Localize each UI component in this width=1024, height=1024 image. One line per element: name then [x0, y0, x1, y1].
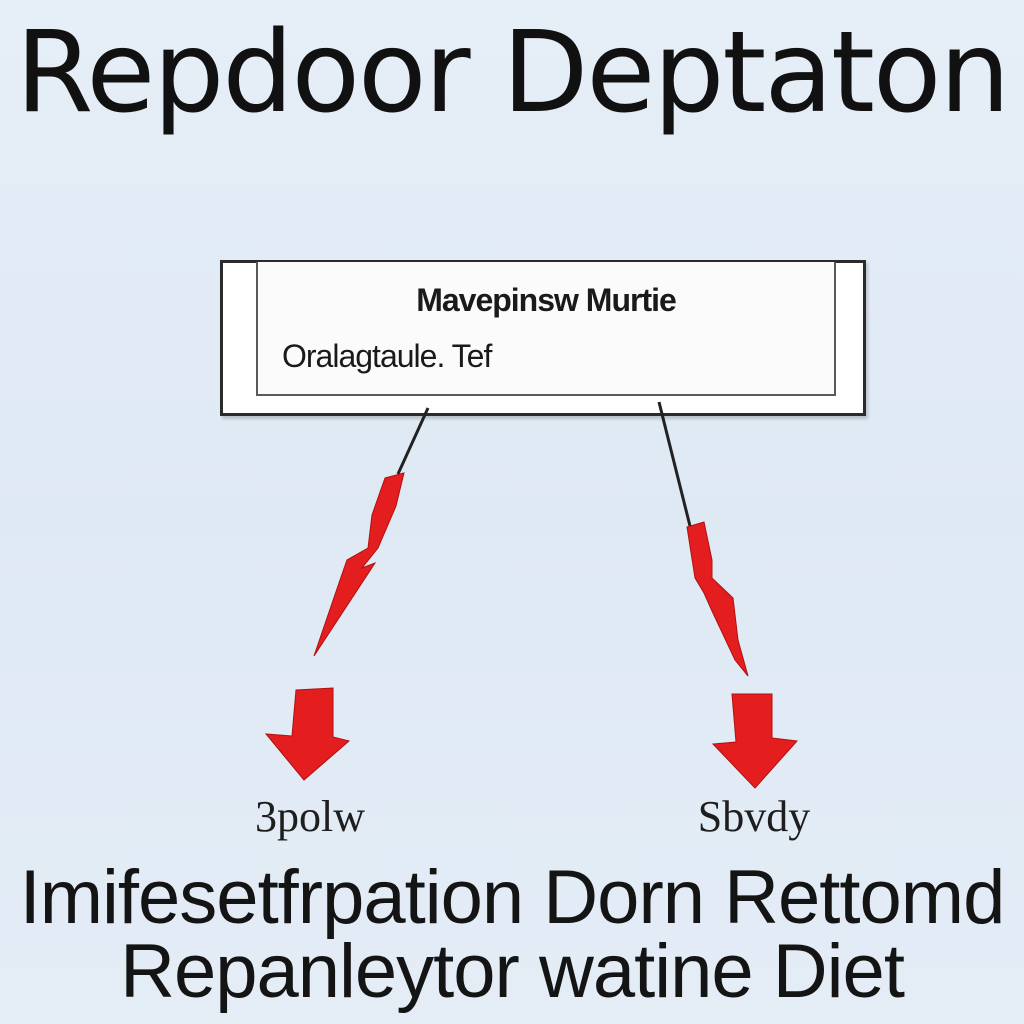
branch-label-right: Sbvdy — [697, 792, 811, 841]
node-subtext: Oralagtaule. Tef — [282, 338, 492, 374]
right-connector-line — [657, 401, 692, 527]
node-box-inner — [256, 262, 836, 396]
left-connector-line — [396, 407, 430, 475]
right-lightning-arrow-icon — [686, 521, 749, 677]
diagram-title: Repdoor Deptaton — [15, 8, 1011, 138]
branch-label-left: 3polw — [255, 792, 365, 841]
left-down-arrow-icon — [264, 687, 351, 781]
left-lightning-arrow-icon — [313, 472, 405, 657]
bottom-caption-line-2: Repanleytor watine Diet — [120, 929, 905, 1014]
bottom-caption-line-1: Imifesetfrpation Dorn Rettomd — [19, 855, 1006, 940]
right-down-arrow-icon — [711, 693, 799, 789]
node-heading: Mavepinsw Murtie — [416, 282, 677, 318]
